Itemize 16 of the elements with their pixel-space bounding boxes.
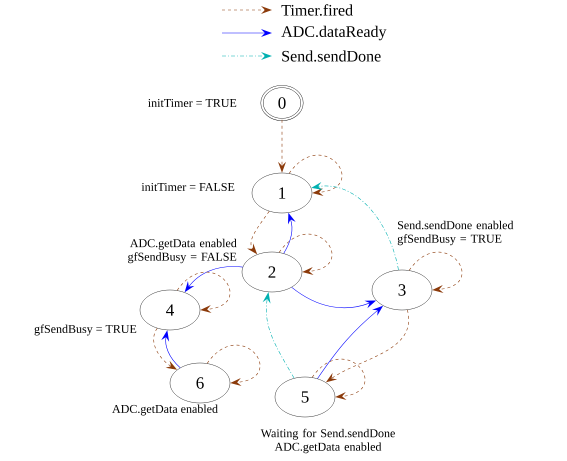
self-loop-arrow (278, 234, 332, 276)
state-label: gfSendBusy = TRUE (34, 324, 136, 336)
self-loop-arrow (206, 344, 260, 386)
legend-label: Send.sendDone (282, 50, 381, 62)
self-loop-arrow (408, 252, 462, 294)
state-label: Send.sendDone enabled gfSendBusy = TRUE (398, 220, 514, 246)
state-label: initTimer = TRUE (148, 98, 236, 108)
state-label: Waiting for Send.sendDone ADC.getData enabled (260, 428, 395, 454)
state-label: ADC.getData enabled gfSendBusy = FALSE (128, 238, 237, 264)
self-loop-arrow (312, 358, 366, 400)
state-label: ADC.getData enabled (112, 404, 218, 416)
legend-label: Timer.fired (281, 4, 353, 16)
legend-label: ADC.dataReady (281, 26, 386, 40)
self-loop-arrow (288, 154, 342, 196)
self-loop-arrow (176, 272, 230, 314)
state-label: initTimer = FALSE (142, 182, 234, 192)
